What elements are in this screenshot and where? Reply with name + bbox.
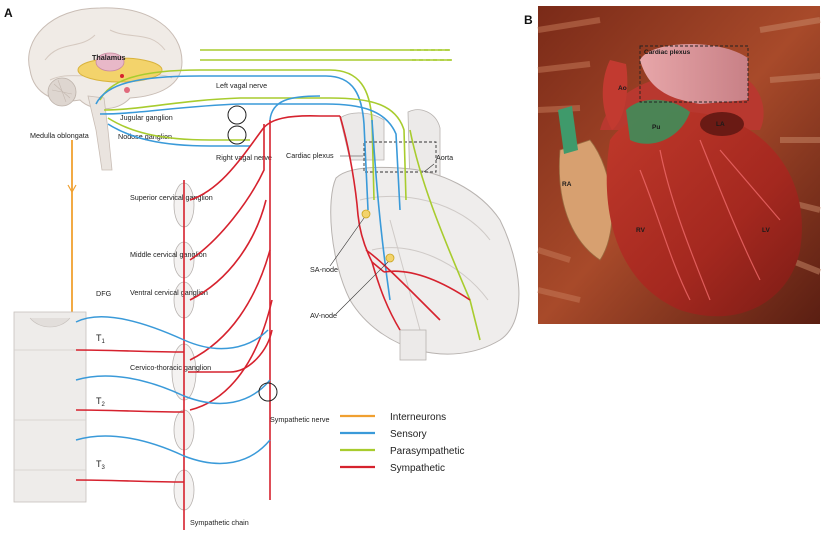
label-left-vagal-nerve: Left vagal nerve bbox=[216, 81, 267, 90]
photo-label-rv: RV bbox=[636, 227, 646, 234]
label-nodose-ganglion: Nodose ganglion bbox=[118, 132, 172, 141]
label-middle-cervical-ganglion: Middle cervical ganglion bbox=[130, 250, 207, 259]
label-right-vagal-nerve: Right vagal nerve bbox=[216, 153, 272, 162]
legend-label-interneurons: Interneurons bbox=[390, 412, 446, 423]
photo-cardiac-plexus-box bbox=[639, 45, 749, 103]
panel-a-letter: A bbox=[4, 6, 13, 20]
label-aorta: Aorta bbox=[436, 153, 453, 162]
sensory-spinal-pathways bbox=[75, 95, 321, 465]
label-thalamus: Thalamus bbox=[92, 53, 126, 62]
label-sympathetic-chain: Sympathetic chain bbox=[190, 518, 249, 527]
photo-label-ao: Ao bbox=[618, 85, 627, 92]
photo-label-ra: RA bbox=[562, 181, 572, 188]
label-cardiac-plexus: Cardiac plexus bbox=[286, 151, 334, 160]
panel-b: B Cardiac plexus Ao Pu LA RA RV LV bbox=[524, 6, 822, 324]
left-vagal-marker bbox=[227, 105, 247, 125]
panel-a: A Thalamus Jugular ganglion Nodose gangl… bbox=[4, 6, 520, 530]
label-medulla-oblongata: Medulla oblongata bbox=[30, 131, 89, 140]
brain-illustration bbox=[28, 7, 183, 171]
photo-label-cardiac-plexus: Cardiac plexus bbox=[644, 49, 691, 56]
photo-label-lv: LV bbox=[762, 227, 770, 234]
legend: Interneurons Sensory Parasympathetic Sym… bbox=[340, 412, 464, 474]
label-cervico-thoracic-ganglion: Cervico-thoracic ganglion bbox=[130, 363, 211, 372]
label-ventral-cervical-ganglion: Ventral cervical ganglion bbox=[130, 288, 208, 297]
label-av-node: AV-node bbox=[310, 311, 337, 320]
right-vagal-marker bbox=[227, 125, 247, 145]
heart-photo bbox=[537, 6, 822, 324]
photo-label-la: LA bbox=[716, 121, 725, 128]
spinal-cord bbox=[13, 311, 87, 503]
sympathetic-pathways bbox=[75, 115, 471, 530]
label-t1: T1 bbox=[96, 333, 106, 345]
label-sympathetic-nerve: Sympathetic nerve bbox=[270, 415, 330, 424]
av-node-marker bbox=[385, 253, 395, 263]
cardiac-plexus-box bbox=[363, 141, 437, 173]
label-t3: T3 bbox=[96, 459, 106, 471]
vagal-nerve-pathways bbox=[95, 49, 481, 341]
legend-label-sensory: Sensory bbox=[390, 429, 427, 440]
sa-node-marker bbox=[361, 209, 371, 219]
label-t2: T2 bbox=[96, 396, 106, 408]
sympathetic-nerve-marker bbox=[258, 382, 278, 402]
heart-outline bbox=[330, 109, 520, 361]
label-jugular-ganglion: Jugular ganglion bbox=[120, 113, 173, 122]
label-dfg: DFG bbox=[96, 289, 112, 298]
label-sa-node: SA-node bbox=[310, 265, 338, 274]
photo-label-pu: Pu bbox=[652, 124, 660, 131]
panel-b-letter: B bbox=[524, 13, 533, 27]
label-superior-cervical-ganglion: Superior cervical ganglion bbox=[130, 193, 213, 202]
legend-label-parasympathetic: Parasympathetic bbox=[390, 446, 464, 457]
legend-label-sympathetic: Sympathetic bbox=[390, 463, 445, 474]
